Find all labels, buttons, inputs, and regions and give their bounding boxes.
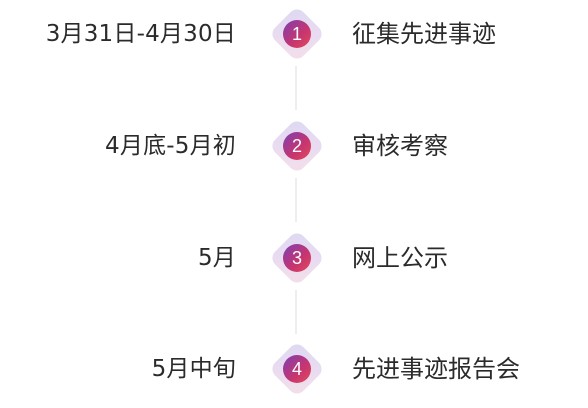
timeline-connector	[295, 66, 297, 110]
timeline-step-4: 5月中旬 4 先进事迹报告会	[0, 339, 588, 399]
step-date: 5月	[197, 245, 236, 271]
timeline-step-2: 4月底-5月初 2 审核考察	[0, 116, 588, 176]
timeline-step-3: 5月 3 网上公示	[0, 228, 588, 288]
timeline-step-1: 3月31日-4月30日 1 征集先进事迹	[0, 4, 588, 64]
step-marker: 4	[267, 339, 327, 399]
step-number-badge: 2	[283, 132, 311, 160]
step-marker: 3	[267, 228, 327, 288]
step-title: 审核考察	[352, 132, 448, 160]
step-marker: 2	[267, 116, 327, 176]
step-marker: 1	[267, 4, 327, 64]
step-title: 征集先进事迹	[352, 20, 496, 48]
step-date: 3月31日-4月30日	[45, 21, 236, 47]
timeline-connector	[295, 178, 297, 222]
step-date: 5月中旬	[151, 356, 236, 382]
timeline-connector	[295, 290, 297, 334]
step-number-badge: 1	[283, 20, 311, 48]
step-title: 先进事迹报告会	[352, 355, 520, 383]
step-number-badge: 3	[283, 244, 311, 272]
step-title: 网上公示	[352, 244, 448, 272]
step-date: 4月底-5月初	[105, 133, 236, 159]
step-number-badge: 4	[283, 355, 311, 383]
